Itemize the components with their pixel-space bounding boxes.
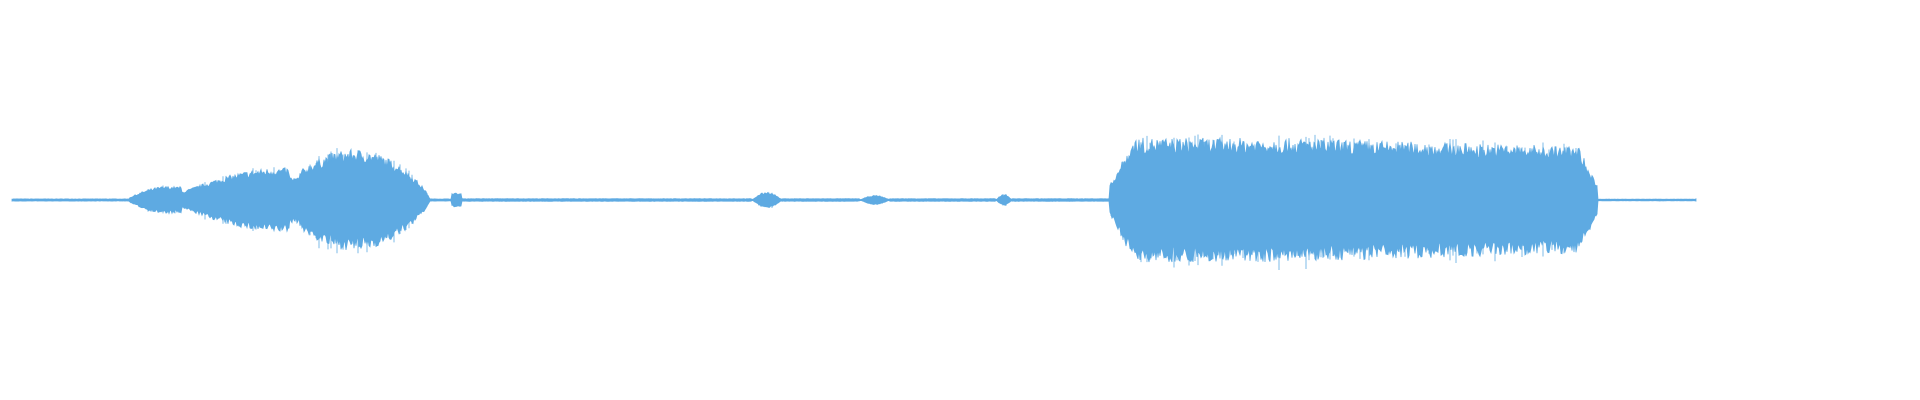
- waveform-spikes: [147, 134, 1598, 271]
- waveform-envelope: [11, 136, 1697, 263]
